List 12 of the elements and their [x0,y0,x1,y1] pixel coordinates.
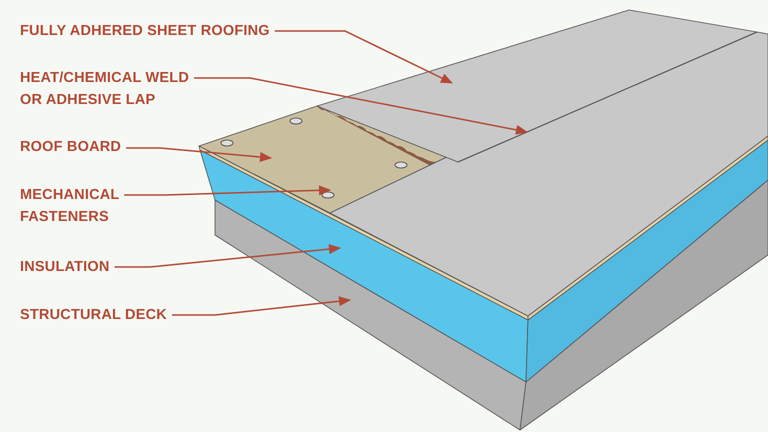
leader-line [274,30,453,84]
part-label: MECHANICAL FASTENERS [20,186,120,227]
leader-line [194,77,528,135]
leader-line [124,185,331,196]
part-label: STRUCTURAL DECK [20,306,167,325]
part-label: ROOF BOARD [20,138,122,157]
leader-line [126,147,272,162]
part-label: HEAT/CHEMICAL WELD OR ADHESIVE LAP [20,69,190,110]
part-label: FULLY ADHERED SHEET ROOFING [20,22,270,41]
leader-line [172,296,351,316]
leader-line [114,244,341,268]
part-label: INSULATION [20,258,110,277]
